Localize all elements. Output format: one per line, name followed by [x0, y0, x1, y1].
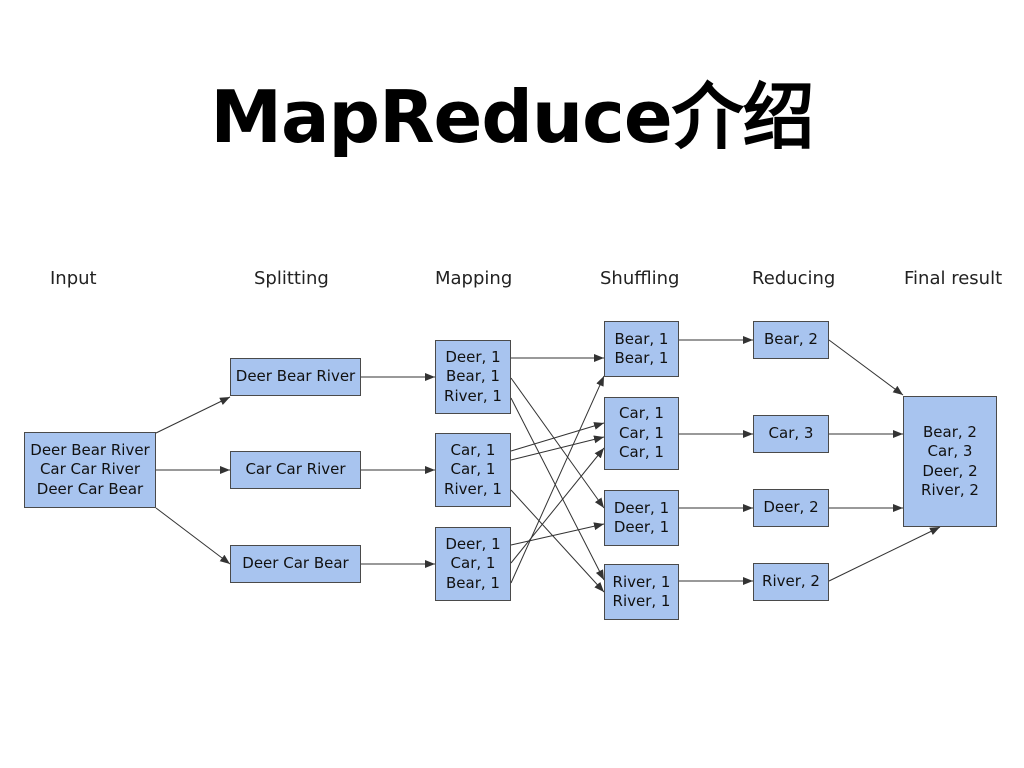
- split-box-2: Car Car River: [230, 451, 361, 489]
- map-pair: River, 1: [444, 479, 502, 498]
- shuffle-pair: River, 1: [612, 592, 671, 610]
- map-pair: Car, 1: [450, 440, 496, 459]
- final-pair: Deer, 2: [922, 461, 978, 480]
- shuffle-pair: Car, 1: [619, 443, 664, 462]
- arrow-map-2-car-b: [510, 435, 605, 461]
- split-line: Car Car River: [245, 460, 346, 479]
- split-box-3: Deer Car Bear: [230, 545, 361, 583]
- shuffle-box-river: River, 1 River, 1: [604, 564, 679, 620]
- map-box-2: Car, 1 Car, 1 River, 1: [435, 433, 511, 507]
- arrow-input-to-split-3: [155, 507, 231, 565]
- map-pair: Deer, 1: [445, 534, 501, 553]
- map-pair: Bear, 1: [446, 573, 500, 592]
- stage-label-shuffling: Shuffling: [600, 268, 680, 289]
- reduce-box-bear: Bear, 2: [753, 321, 829, 359]
- shuffle-pair: Car, 1: [619, 404, 664, 423]
- arrow-map-3-car: [510, 447, 605, 564]
- stage-label-final-result: Final result: [904, 268, 1003, 289]
- input-line: Deer Car Bear: [36, 479, 144, 498]
- input-box: Deer Bear River Car Car River Deer Car B…: [24, 432, 156, 508]
- stage-label-mapping: Mapping: [435, 268, 513, 289]
- shuffle-box-deer: Deer, 1 Deer, 1: [604, 490, 679, 546]
- arrow-map-1-deer: [510, 377, 605, 509]
- shuffle-pair: Car, 1: [619, 423, 664, 442]
- arrow-map-3-bear: [510, 375, 605, 584]
- shuffle-pair: Deer, 1: [613, 518, 670, 536]
- reduce-box-deer: Deer, 2: [753, 489, 829, 527]
- arrow-input-to-split-1: [155, 396, 231, 434]
- shuffle-pair: Bear, 1: [614, 329, 669, 348]
- stage-label-splitting: Splitting: [254, 268, 329, 289]
- final-pair: River, 2: [921, 481, 979, 499]
- stage-label-input: Input: [50, 268, 97, 289]
- final-pair: Bear, 2: [923, 422, 977, 441]
- shuffle-pair: River, 1: [612, 572, 671, 591]
- map-box-3: Deer, 1 Car, 1 Bear, 1: [435, 527, 511, 601]
- split-line: Deer Car Bear: [242, 554, 349, 573]
- arrow-map-1-river: [510, 397, 605, 581]
- map-pair: Car, 1: [450, 460, 496, 479]
- map-pair: Bear, 1: [446, 367, 500, 386]
- page-title: MapReduce介绍: [210, 75, 814, 159]
- arrow-reduce-bear-to-final: [828, 339, 904, 396]
- reduce-pair: Car, 3: [768, 424, 814, 443]
- shuffle-pair: Bear, 1: [614, 349, 669, 367]
- map-pair: River, 1: [444, 386, 502, 405]
- reduce-pair: Bear, 2: [764, 330, 818, 349]
- split-box-1: Deer Bear River: [230, 358, 361, 396]
- input-line: Car Car River: [39, 460, 141, 479]
- map-pair: Deer, 1: [445, 347, 501, 366]
- reduce-box-river: River, 2: [753, 563, 829, 601]
- reduce-pair: River, 2: [762, 572, 820, 591]
- map-pair: Car, 1: [450, 554, 496, 573]
- arrow-reduce-river-to-final: [828, 526, 941, 582]
- shuffle-box-bear: Bear, 1 Bear, 1: [604, 321, 679, 377]
- map-box-1: Deer, 1 Bear, 1 River, 1: [435, 340, 511, 414]
- split-line: Deer Bear River: [235, 367, 356, 386]
- shuffle-box-car: Car, 1 Car, 1 Car, 1: [604, 397, 679, 470]
- input-line: Deer Bear River: [30, 440, 150, 459]
- final-result-box: Bear, 2 Car, 3 Deer, 2 River, 2: [903, 396, 997, 527]
- reduce-pair: Deer, 2: [763, 498, 819, 517]
- shuffle-pair: Deer, 1: [613, 498, 670, 517]
- stage-label-reducing: Reducing: [752, 268, 836, 289]
- arrow-map-2-car-a: [510, 422, 605, 452]
- arrow-map-2-river: [510, 489, 605, 593]
- arrow-map-3-deer: [510, 522, 605, 546]
- final-pair: Car, 3: [927, 442, 973, 460]
- reduce-box-car: Car, 3: [753, 415, 829, 453]
